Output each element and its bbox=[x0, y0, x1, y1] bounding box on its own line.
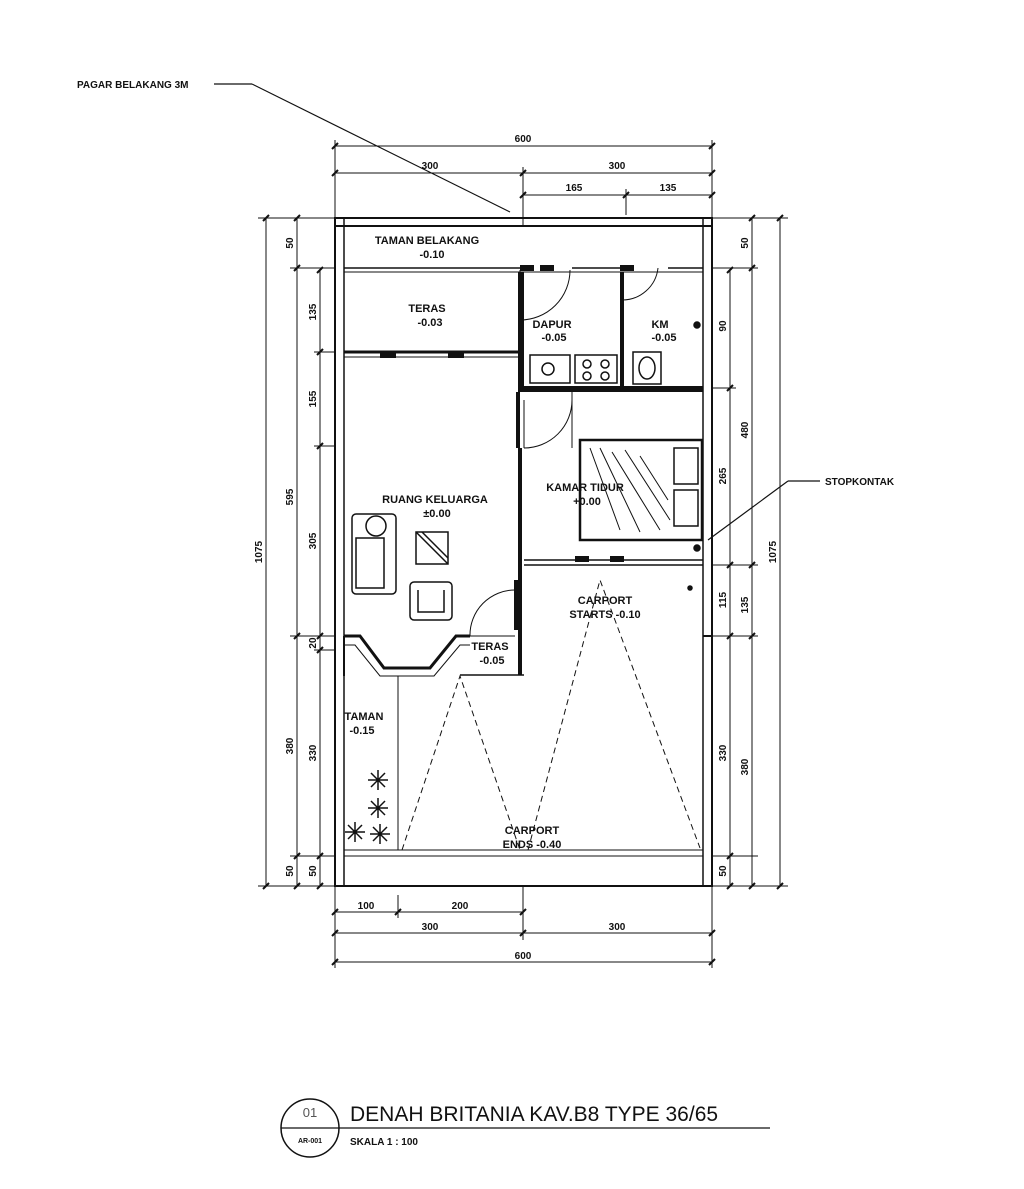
callout-pagar-belakang: PAGAR BELAKANG 3M bbox=[77, 80, 188, 91]
room-teras-front-level: -0.05 bbox=[479, 655, 504, 667]
dim-right-a: 50 bbox=[740, 237, 751, 249]
room-taman-level: -0.15 bbox=[349, 725, 374, 737]
dim-right-in-e: 50 bbox=[718, 865, 729, 877]
room-ruang-keluarga-name: RUANG KELUARGA bbox=[382, 494, 488, 506]
dim-left-total: 1075 bbox=[254, 540, 265, 563]
dim-right-in-b: 265 bbox=[718, 467, 729, 484]
room-carport-start-level: STARTS -0.10 bbox=[569, 609, 640, 621]
drawing-scale: SKALA 1 : 100 bbox=[350, 1137, 418, 1148]
room-taman-belakang-level: -0.10 bbox=[419, 249, 444, 261]
room-kamar-tidur-name: KAMAR TIDUR bbox=[546, 482, 624, 494]
dim-top-total: 600 bbox=[515, 134, 532, 145]
dim-top-sub1: 165 bbox=[566, 183, 583, 194]
dim-right-total: 1075 bbox=[768, 540, 779, 563]
room-taman-belakang-name: TAMAN BELAKANG bbox=[375, 235, 479, 247]
walls bbox=[334, 217, 713, 887]
furniture bbox=[351, 321, 704, 621]
room-taman-name: TAMAN bbox=[345, 711, 384, 723]
callout-leaders bbox=[214, 83, 820, 541]
carport-ramp-lines bbox=[401, 578, 701, 851]
room-carport-end-name: CARPORT bbox=[505, 825, 560, 837]
dim-bottom-right: 300 bbox=[609, 922, 626, 933]
drawing-title: DENAH BRITANIA KAV.B8 TYPE 36/65 bbox=[350, 1103, 718, 1126]
dim-left-c: 380 bbox=[285, 737, 296, 754]
room-teras-back-name: TERAS bbox=[408, 303, 445, 315]
room-kamar-tidur-level: +0.00 bbox=[573, 496, 601, 508]
dim-left-a: 50 bbox=[285, 237, 296, 249]
dim-left-in-f: 50 bbox=[308, 865, 319, 877]
dim-right-in-c: 115 bbox=[718, 591, 729, 608]
title-block: 01 AR-001 DENAH BRITANIA KAV.B8 TYPE 36/… bbox=[280, 1098, 770, 1158]
room-teras-back-level: -0.03 bbox=[417, 317, 442, 329]
callout-stopkontak: STOPKONTAK bbox=[825, 477, 895, 488]
top-dimensions: 600 300 300 165 135 bbox=[331, 134, 716, 225]
dim-right-b: 480 bbox=[740, 421, 751, 438]
dim-left-b: 595 bbox=[285, 488, 296, 505]
room-carport-end-level: ENDS -0.40 bbox=[503, 839, 562, 851]
right-dimensions: 1075 50 480 135 380 90 265 115 330 50 bbox=[712, 214, 788, 890]
room-dapur-name: DAPUR bbox=[532, 319, 571, 331]
dim-left-in-d: 20 bbox=[308, 637, 319, 649]
garden-plants bbox=[345, 770, 390, 844]
dim-left-in-e: 330 bbox=[308, 744, 319, 761]
room-dapur-level: -0.05 bbox=[541, 332, 566, 344]
dim-bottom-total: 600 bbox=[515, 951, 532, 962]
room-teras-front-name: TERAS bbox=[471, 641, 508, 653]
room-carport-start-name: CARPORT bbox=[578, 595, 633, 607]
dim-left-in-a: 135 bbox=[308, 303, 319, 320]
doors bbox=[469, 267, 659, 637]
title-sheet: AR-001 bbox=[298, 1138, 322, 1145]
dim-top-left: 300 bbox=[422, 161, 439, 172]
dim-bottom-sub2: 200 bbox=[452, 901, 469, 912]
dim-right-in-a: 90 bbox=[718, 320, 729, 332]
dim-left-d: 50 bbox=[285, 865, 296, 877]
dim-bottom-sub1: 100 bbox=[358, 901, 375, 912]
dim-left-in-c: 305 bbox=[308, 532, 319, 549]
room-km-level: -0.05 bbox=[651, 332, 676, 344]
dim-top-sub2: 135 bbox=[660, 183, 677, 194]
dim-right-c: 135 bbox=[740, 596, 751, 613]
dim-right-in-d: 330 bbox=[718, 744, 729, 761]
dim-left-in-b: 155 bbox=[308, 390, 319, 407]
left-dimensions: 1075 50 595 380 50 135 155 305 20 330 50 bbox=[254, 214, 335, 890]
dim-top-right: 300 bbox=[609, 161, 626, 172]
room-km-name: KM bbox=[651, 319, 668, 331]
dim-bottom-left: 300 bbox=[422, 922, 439, 933]
dim-right-d: 380 bbox=[740, 758, 751, 775]
bottom-dimensions: 100 200 300 300 600 bbox=[331, 880, 716, 968]
title-number: 01 bbox=[303, 1105, 317, 1120]
room-labels: TAMAN BELAKANG -0.10 TERAS -0.03 DAPUR -… bbox=[345, 235, 677, 851]
windows bbox=[380, 265, 634, 562]
room-ruang-keluarga-level: ±0.00 bbox=[423, 508, 450, 520]
